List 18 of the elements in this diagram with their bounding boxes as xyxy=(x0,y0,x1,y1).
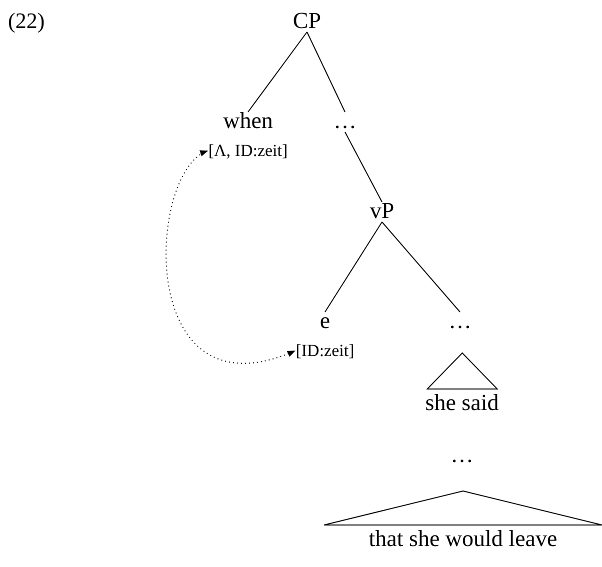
node-label: … xyxy=(448,308,472,334)
node-label: CP xyxy=(292,8,322,34)
node-label: when xyxy=(222,108,274,134)
tree-branch xyxy=(248,32,308,112)
node-label: e xyxy=(318,308,332,334)
tree-branch xyxy=(382,222,460,312)
example-number: (22) xyxy=(8,8,45,34)
tree-branch xyxy=(306,32,346,112)
feature-bundle: [Λ, ID:zeit] xyxy=(208,140,288,162)
node-label: vP xyxy=(370,198,394,224)
node-label: she said xyxy=(425,390,499,416)
node-label: … xyxy=(450,442,474,468)
node-label: that she would leave xyxy=(368,526,558,552)
feature-bundle: [ID:zeit] xyxy=(296,340,354,362)
movement-arrow xyxy=(166,150,296,363)
node-label: … xyxy=(334,108,356,134)
tree-branch xyxy=(344,132,382,202)
tree-branch xyxy=(324,222,382,312)
